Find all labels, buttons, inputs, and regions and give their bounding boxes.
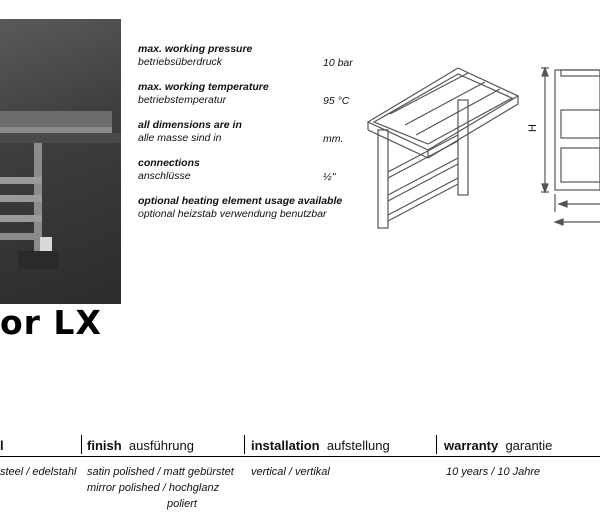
info-table-header: l finish ausführung installation aufstel…	[0, 436, 600, 456]
header-installation: installation aufstellung	[251, 438, 390, 453]
spec-label-de: betriebsüberdruck	[138, 56, 223, 68]
product-photo	[0, 19, 121, 304]
spec-label-de: anschlüsse	[138, 170, 191, 182]
spec-label-de: optional heizstab verwendung benutzbar	[138, 208, 327, 220]
spec-label-en: max. working pressure	[138, 43, 253, 55]
spec-value: mm.	[323, 133, 344, 145]
spec-label-en: connections	[138, 157, 200, 169]
cell-installation: vertical / vertikal	[251, 466, 330, 478]
front-view-drawing: H	[525, 62, 600, 242]
column-divider	[436, 435, 437, 454]
spec-label-de: alle masse sind in	[138, 132, 222, 144]
specifications: max. working pressure betriebsüberdruck …	[138, 42, 368, 232]
header-rule	[0, 456, 600, 457]
cell-warranty: 10 years / 10 Jahre	[446, 466, 541, 478]
header-finish: finish ausführung	[87, 438, 194, 453]
spec-temperature: max. working temperature betriebstempera…	[138, 80, 368, 107]
spec-label-en: optional heating element usage available	[138, 195, 343, 207]
cell-finish: satin polished / matt gebürstet mirror p…	[87, 466, 234, 510]
spec-dimensions: all dimensions are in alle masse sind in…	[138, 118, 368, 145]
spec-value: ½"	[323, 171, 336, 183]
product-title: or LX	[0, 303, 102, 342]
spec-label-de: betriebstemperatur	[138, 94, 227, 106]
column-divider	[244, 435, 245, 454]
cell-material: steel / edelstahl	[0, 466, 77, 478]
isometric-drawing	[360, 60, 520, 240]
spec-heating-element: optional heating element usage available…	[138, 194, 368, 221]
spec-label-en: max. working temperature	[138, 81, 269, 93]
spec-connections: connections anschlüsse ½"	[138, 156, 368, 183]
header-warranty: warranty garantie	[444, 438, 553, 453]
header-material: l	[0, 438, 4, 453]
spec-value: 95 °C	[323, 95, 350, 107]
spec-value: 10 bar	[323, 57, 353, 69]
height-label: H	[526, 124, 539, 132]
column-divider	[81, 435, 82, 454]
spec-label-en: all dimensions are in	[138, 119, 242, 131]
spec-pressure: max. working pressure betriebsüberdruck …	[138, 42, 368, 69]
